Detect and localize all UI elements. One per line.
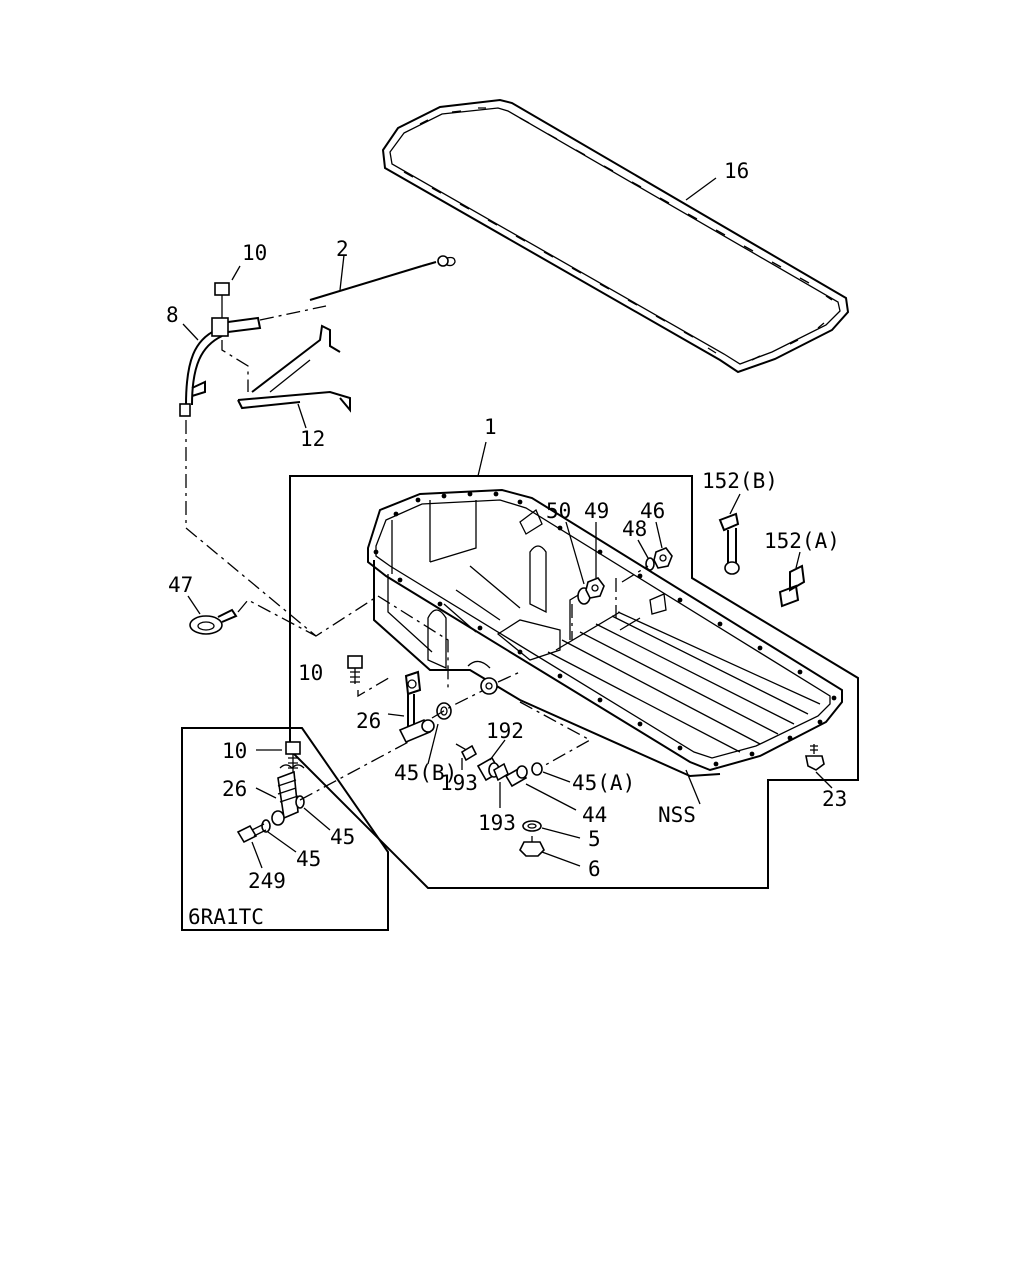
leader-26 (387, 713, 405, 717)
nut-49 (585, 577, 605, 599)
leader-192 (489, 739, 506, 761)
inset-leader-45b (267, 831, 297, 853)
leader-6 (541, 851, 581, 867)
pipe-flange (480, 671, 521, 695)
label-part-193b: 193 (478, 811, 516, 835)
dipstick (309, 255, 456, 301)
inset-title: 6RA1TC (188, 905, 264, 929)
label-dipstick: 2 (336, 237, 349, 261)
label-clip-152b: 152(B) (702, 469, 778, 493)
inset-seal-45b (261, 819, 271, 833)
leader-12 (297, 403, 307, 429)
oil-pan-gasket (381, 98, 850, 374)
inset-leader-45a (303, 807, 331, 831)
inset-leader-26 (255, 787, 277, 799)
drain-plug-6 (519, 836, 545, 857)
leader-152a (795, 551, 801, 569)
inset-pipe-26 (271, 764, 305, 826)
label-nut-46: 46 (640, 499, 665, 523)
leader-152b (729, 493, 741, 515)
dashline-bracket (221, 340, 249, 392)
bolt-10-mid (347, 655, 363, 684)
leader-48 (637, 539, 649, 559)
label-nss: NSS (658, 803, 696, 827)
leader-2 (339, 254, 345, 291)
label-inset-pipe-26: 26 (222, 777, 247, 801)
leader-5 (541, 827, 581, 839)
label-washer-50: 50 (546, 499, 571, 523)
label-washer-45b: 45(B) (394, 761, 457, 785)
leader-46 (655, 521, 663, 549)
dipstick-guide-tube (179, 316, 262, 417)
leader-45a (542, 771, 571, 783)
fitting-44 (504, 765, 528, 788)
leader-8 (182, 323, 199, 341)
label-washer-48: 48 (622, 517, 647, 541)
label-bracket: 12 (300, 427, 325, 451)
washer-45a (531, 762, 543, 776)
inset-leader-249 (251, 841, 263, 869)
inset-frame (181, 727, 389, 931)
part-193-a (460, 744, 478, 762)
leader-45b (427, 723, 439, 765)
leader-10-top (231, 265, 241, 281)
suction-pipe-26 (398, 670, 435, 744)
clip-152b (718, 512, 740, 575)
label-plug-6: 6 (588, 857, 601, 881)
label-inset-seal-45a: 45 (330, 825, 355, 849)
label-washer-45a: 45(A) (572, 771, 635, 795)
label-oil-pan: 1 (484, 415, 497, 439)
washer-5 (522, 820, 542, 832)
inset-bolt-249 (236, 823, 267, 844)
leader-44 (525, 783, 577, 811)
label-bolt-23: 23 (822, 787, 847, 811)
dashline-inset (299, 739, 413, 801)
dashline-studs (571, 565, 649, 640)
bolt-10-top (214, 282, 230, 318)
inset-bolt-10 (285, 741, 301, 772)
dashline-guide-tube (185, 420, 449, 690)
label-gasket: 16 (724, 159, 749, 183)
label-inset-bolt-249: 249 (248, 869, 286, 893)
leader-47 (187, 595, 201, 615)
leader-16 (685, 177, 717, 201)
label-bolt-top: 10 (242, 241, 267, 265)
leader-1 (477, 441, 487, 477)
label-part-193a: 193 (440, 771, 478, 795)
dashline-45b (431, 689, 485, 719)
oil-pan (367, 488, 843, 778)
label-pipe-26: 26 (356, 709, 381, 733)
leader-nss (685, 769, 701, 805)
label-ring-47: 47 (168, 573, 193, 597)
leader-23 (815, 771, 833, 789)
washer-48 (645, 557, 655, 571)
label-bolt-mid: 10 (298, 661, 323, 685)
clip-152a (778, 564, 806, 608)
label-inset-bolt-10: 10 (222, 739, 247, 763)
ring-47 (189, 599, 317, 637)
label-inset-seal-45b: 45 (296, 847, 321, 871)
bolt-23 (805, 744, 825, 771)
label-fitting-44: 44 (582, 803, 607, 827)
label-washer-5: 5 (588, 827, 601, 851)
leader-50 (565, 521, 585, 585)
label-guide-tube: 8 (166, 303, 179, 327)
label-nut-49: 49 (584, 499, 609, 523)
bracket (237, 324, 351, 413)
assembly-frame (289, 475, 859, 889)
dashline-dipstick (259, 305, 327, 321)
label-clip-152a: 152(A) (764, 529, 840, 553)
dashline-bolt-mid (357, 675, 393, 698)
label-part-192: 192 (486, 719, 524, 743)
nut-46 (653, 547, 673, 569)
